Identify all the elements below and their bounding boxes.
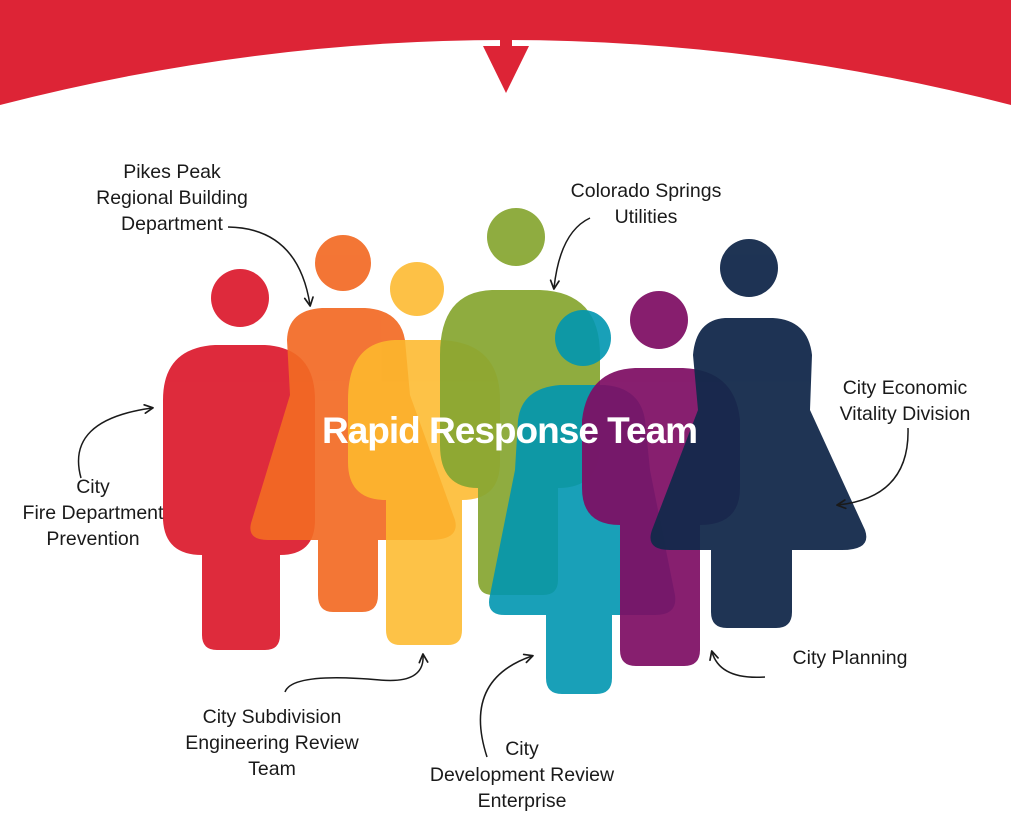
arrow-development bbox=[479, 653, 534, 758]
person-yellow-head bbox=[390, 262, 444, 316]
arrow-fire bbox=[77, 404, 154, 479]
person-orange-head bbox=[315, 235, 371, 291]
person-navy-head bbox=[720, 239, 778, 297]
arrow-subdivision bbox=[284, 653, 429, 693]
person-navy-body bbox=[650, 318, 867, 628]
pointer-arrows bbox=[77, 217, 909, 758]
people-group bbox=[163, 208, 867, 694]
person-green-head bbox=[487, 208, 545, 266]
person-red bbox=[163, 269, 315, 650]
banner-arc bbox=[0, 0, 1011, 105]
arrow-building bbox=[227, 226, 314, 307]
person-red-head bbox=[211, 269, 269, 327]
banner-arrow-head bbox=[483, 46, 529, 93]
label-development-review: City Development Review Enterprise bbox=[429, 738, 615, 812]
label-fire-department: City Fire Department Prevention bbox=[22, 476, 164, 550]
person-red-body bbox=[163, 345, 315, 650]
team-title: Rapid Response Team bbox=[322, 410, 698, 451]
arrow-planning bbox=[709, 650, 766, 679]
arrow-economic bbox=[836, 427, 909, 510]
banner-arrow-shaft bbox=[500, 0, 512, 50]
label-utilities: Colorado Springs Utilities bbox=[570, 180, 722, 228]
label-planning: City Planning bbox=[792, 647, 908, 669]
label-building-department: Pikes Peak Regional Building Department bbox=[96, 161, 248, 235]
top-banner bbox=[0, 0, 1011, 105]
label-subdivision: City Subdivision Engineering Review Team bbox=[185, 706, 359, 780]
arrow-utilities bbox=[549, 217, 591, 290]
person-navy bbox=[650, 239, 867, 628]
person-purple-head bbox=[630, 291, 688, 349]
person-teal-head bbox=[555, 310, 611, 366]
label-economic-vitality: City Economic Vitality Division bbox=[839, 377, 971, 425]
